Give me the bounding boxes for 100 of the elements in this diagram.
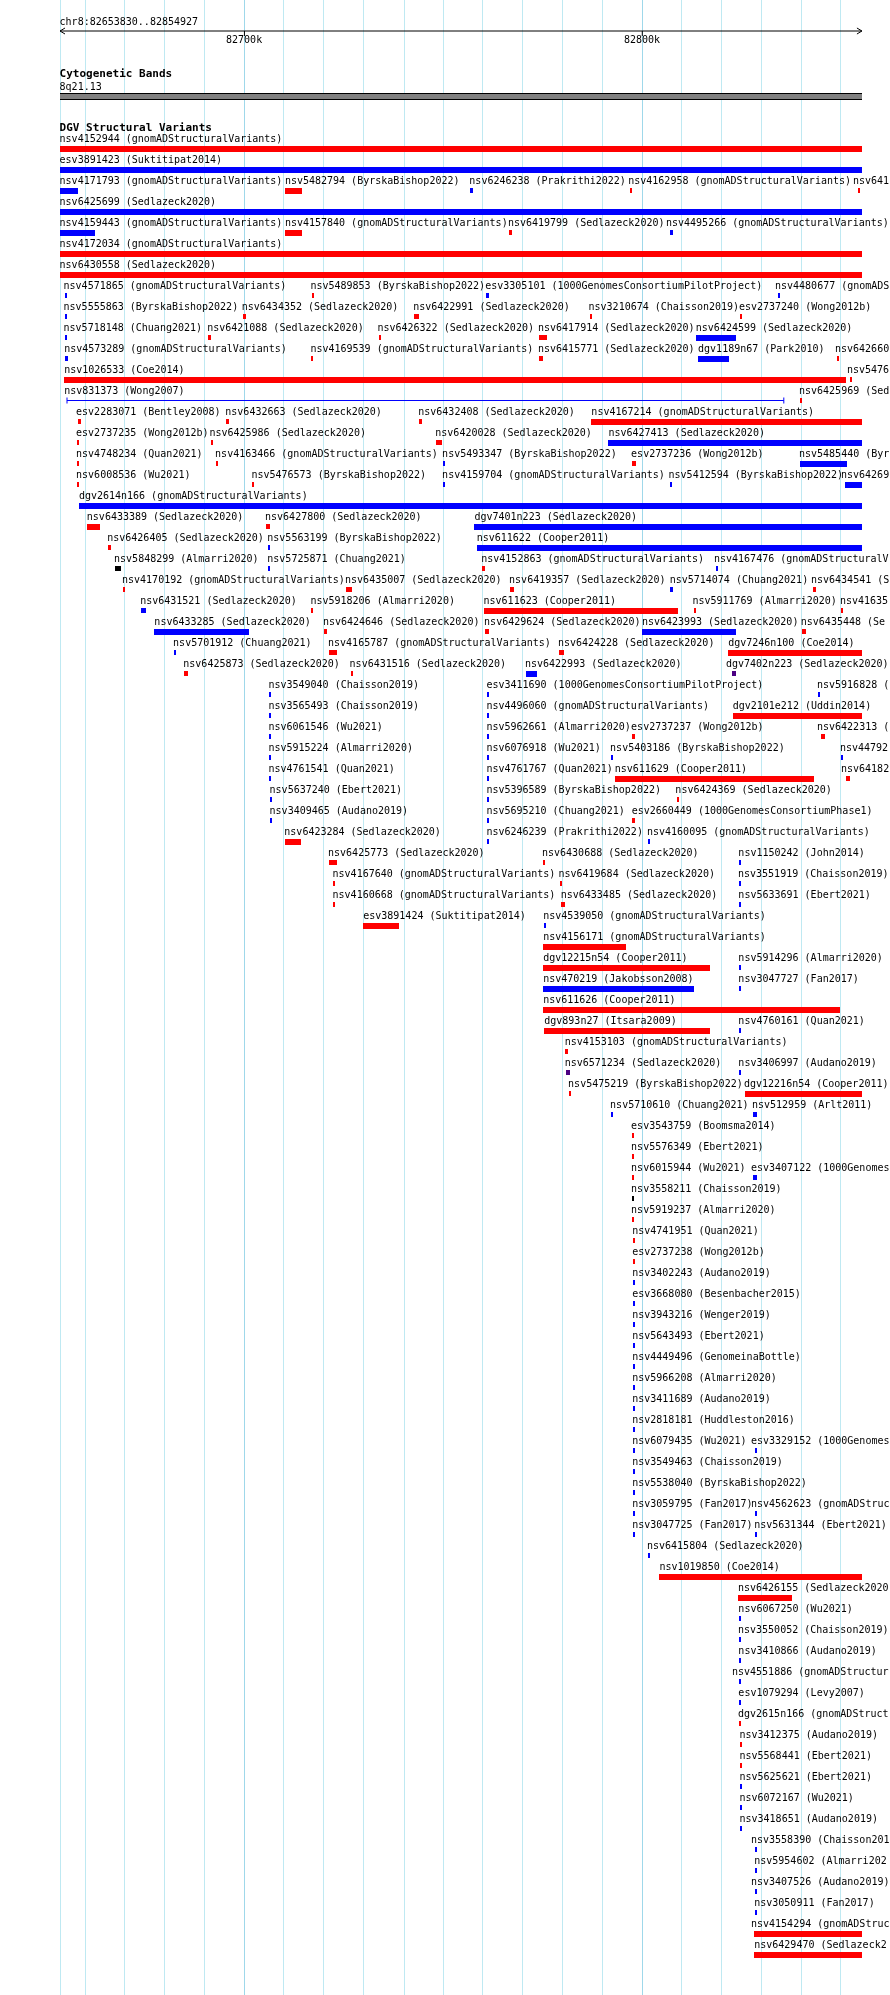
variant-label: nsv4157840 (gnomADStructuralVariants) <box>284 217 508 229</box>
variant-label: nsv6415771 (Sedlazeck2020) <box>538 343 695 355</box>
variant-label: nsv4449496 (GenomeinaBottle) <box>632 1351 801 1363</box>
variant-label: nsv4571865 (gnomADStructuralVariants) <box>63 280 287 292</box>
variant-label: nsv4162958 (gnomADStructuralVariants) <box>628 175 851 187</box>
variant-label: nsv6432408 (Sedlazeck2020) <box>418 406 575 418</box>
variant-label: nsv6424228 (Sedlazeck2020) <box>557 637 715 649</box>
variant-label: nsv6420028 (Sedlazeck2020) <box>435 427 592 439</box>
variant-label: nsv4539050 (gnomADStructuralVariants) <box>543 910 766 922</box>
variant-label: nsv3402243 (Audano2019) <box>632 1267 771 1279</box>
variant-label: nsv4171793 (gnomADStructuralVariants) <box>59 175 283 187</box>
variant-label: esv3407122 (1000Genomes <box>751 1162 890 1174</box>
variant-label: nsv6246238 (Prakrithi2022) <box>469 175 626 187</box>
variant-label: nsv6431521 (Sedlazeck2020) <box>140 595 297 607</box>
variant-label: nsv3412375 (Audano2019) <box>739 1729 878 1741</box>
variant-label: nsv3558211 (Chaisson2019) <box>631 1183 782 1195</box>
variant-label: nsv6433285 (Sedlazeck2020) <box>154 616 311 628</box>
variant-label: nsv1026533 (Coe2014) <box>64 364 185 376</box>
variant-label: nsv3406997 (Audano2019) <box>738 1057 877 1069</box>
variant-label: nsv6419357 (Sedlazeck2020) <box>509 574 666 586</box>
variant-label: esv2737235 (Wong2012b) <box>76 427 209 439</box>
variant-label: nsv5637240 (Ebert2021) <box>269 784 403 796</box>
variant-label: esv3891423 (Suktitipat2014) <box>59 154 223 166</box>
variant-label: nsv4480677 (gnomADS <box>775 280 890 292</box>
variant-label: nsv5625621 (Ebert2021) <box>739 1771 872 1783</box>
variant-label: nsv2818181 (Huddleston2016) <box>632 1414 795 1426</box>
variant-label: esv3668080 (Besenbacher2015) <box>632 1288 801 1300</box>
variant-label: esv2737237 (Wong2012b) <box>631 721 764 733</box>
variant-label: nsv470219 (Jakobsson2008) <box>543 973 694 985</box>
variant-label: nsv4163466 (gnomADStructuralVariants) <box>215 448 438 460</box>
variant-label: nsv5918206 (Almarri2020) <box>310 595 455 607</box>
variant-label: nsv6429624 (Sedlazeck2020) <box>484 616 641 628</box>
variant-label: nsv3409465 (Audano2019) <box>269 805 409 817</box>
variant-label: nsv4165787 (gnomADStructuralVariants) <box>328 637 551 649</box>
variant-label: nsv3407526 (Audano2019) <box>751 1876 890 1888</box>
variant-label: nsv6421088 (Sedlazeck2020) <box>207 322 364 334</box>
variant-label: nsv5725871 (Chuang2021) <box>267 553 406 565</box>
variant-label: nsv6246239 (Prakrithi2022) <box>486 826 643 838</box>
variant-label: nsv64182 <box>841 763 890 775</box>
variant-label: nsv4160668 (gnomADStructuralVariants) <box>332 889 556 901</box>
variant-label: esv2283071 (Bentley2008) <box>76 406 221 418</box>
variant-label: nsv6427800 (Sedlazeck2020) <box>265 511 422 523</box>
variant-label: nsv4152944 (gnomADStructuralVariants) <box>59 133 283 145</box>
variant-label: nsv5475219 (ByrskaBishop2022) <box>568 1078 743 1090</box>
variant-label: nsv5568441 (Ebert2021) <box>739 1750 872 1762</box>
variant-label: nsv6008536 (Wu2021) <box>76 469 191 481</box>
variant-label: nsv6427413 (Sedlazeck2020) <box>608 427 765 439</box>
variant-label: nsv6424599 (Sedlazeck2020) <box>695 322 853 334</box>
variant-label: nsv512959 (Arlt2011) <box>752 1099 873 1111</box>
variant-label: nsv4154294 (gnomADStruc <box>751 1918 890 1930</box>
variant-label: dgv2101e212 (Uddin2014) <box>732 700 872 712</box>
variant-label: nsv611626 (Cooper2011) <box>543 994 676 1006</box>
variant-label: dgv7246n100 (Coe2014) <box>728 637 855 649</box>
variant-label: nsv6423993 (Sedlazeck2020) <box>641 616 799 628</box>
variant-label: nsv3943216 (Wenger2019) <box>632 1309 771 1321</box>
variant-label: nsv4761767 (Quan2021) <box>486 763 613 775</box>
variant-label: nsv6076918 (Wu2021) <box>486 742 601 754</box>
variant-label: nsv4152863 (gnomADStructuralVariants) <box>481 553 705 565</box>
variant-label: nsv3418651 (Audano2019) <box>739 1813 878 1825</box>
variant-label: nsv5695210 (Chuang2021) <box>486 805 625 817</box>
variant-label: nsv1019850 (Coe2014) <box>659 1561 780 1573</box>
variant-label: nsv5489853 (ByrskaBishop2022) <box>310 280 486 292</box>
variant-label: nsv831373 (Wong2007) <box>64 385 185 397</box>
variant-label: nsv4748234 (Quan2021) <box>76 448 203 460</box>
variant-label: esv3543759 (Boomsma2014) <box>631 1120 776 1132</box>
variant-label: nsv5485440 (Byr <box>799 448 890 460</box>
variant-label: dgv12216n54 (Cooper2011) <box>744 1078 889 1090</box>
variant-label: nsv6435448 (Se <box>800 616 886 628</box>
variant-label: nsv6435007 (Sedlazeck2020) <box>345 574 502 586</box>
variant-label: dgv893n27 (Itsara2009) <box>544 1015 677 1027</box>
variant-label: nsv5914296 (Almarri2020) <box>738 952 883 964</box>
variant-label: nsv641 <box>853 175 890 187</box>
variant-label: nsv5919237 (Almarri2020) <box>631 1204 776 1216</box>
variant-label: nsv611622 (Cooper2011) <box>476 532 610 544</box>
variant-label: nsv5966208 (Almarri2020) <box>632 1372 777 1384</box>
variant-label: nsv3558390 (Chaisson201 <box>751 1834 890 1846</box>
variant-label: nsv5555863 (ByrskaBishop2022) <box>63 301 239 313</box>
variant-label: esv2737236 (Wong2012b) <box>631 448 764 460</box>
variant-label: nsv3551919 (Chaisson2019) <box>738 868 889 880</box>
variant-label: esv3329152 (1000Genomes <box>751 1435 890 1447</box>
variant-label: nsv611623 (Cooper2011) <box>483 595 616 607</box>
variant-label: esv2737238 (Wong2012b) <box>632 1246 765 1258</box>
variant-label: nsv4562623 (gnomADStruc <box>751 1498 890 1510</box>
variant-label: nsv6426405 (Sedlazeck2020) <box>107 532 264 544</box>
variant-label: nsv5962661 (Almarri2020) <box>486 721 631 733</box>
variant-label: dgv12215n54 (Cooper2011) <box>543 952 688 964</box>
variant-label: nsv4167214 (gnomADStructuralVariants) <box>591 406 815 418</box>
variant-label: nsv6079435 (Wu2021) <box>632 1435 747 1447</box>
variant-label: esv3411690 (1000GenomesConsortiumPilotProject) <box>486 679 764 691</box>
axis-tick-label: 82800k <box>623 34 660 46</box>
variant-label: nsv4159443 (gnomADStructuralVariants) <box>59 217 283 229</box>
variant-label: nsv5915224 (Almarri2020) <box>268 742 413 754</box>
variant-label: nsv6429470 (Sedlazeck2 <box>754 1939 887 1951</box>
variant-label: nsv5563199 (ByrskaBishop2022) <box>267 532 442 544</box>
track-title: Cytogenetic Bands <box>59 68 173 80</box>
variant-label: nsv4160095 (gnomADStructuralVariants) <box>647 826 870 838</box>
variant-label: dgv7401n223 (Sedlazeck2020) <box>474 511 637 523</box>
variant-label: nsv6425986 (Sedlazeck2020) <box>209 427 366 439</box>
variant-label: nsv6571234 (Sedlazeck2020) <box>564 1057 722 1069</box>
variant-label: nsv5916828 ( <box>817 679 890 691</box>
